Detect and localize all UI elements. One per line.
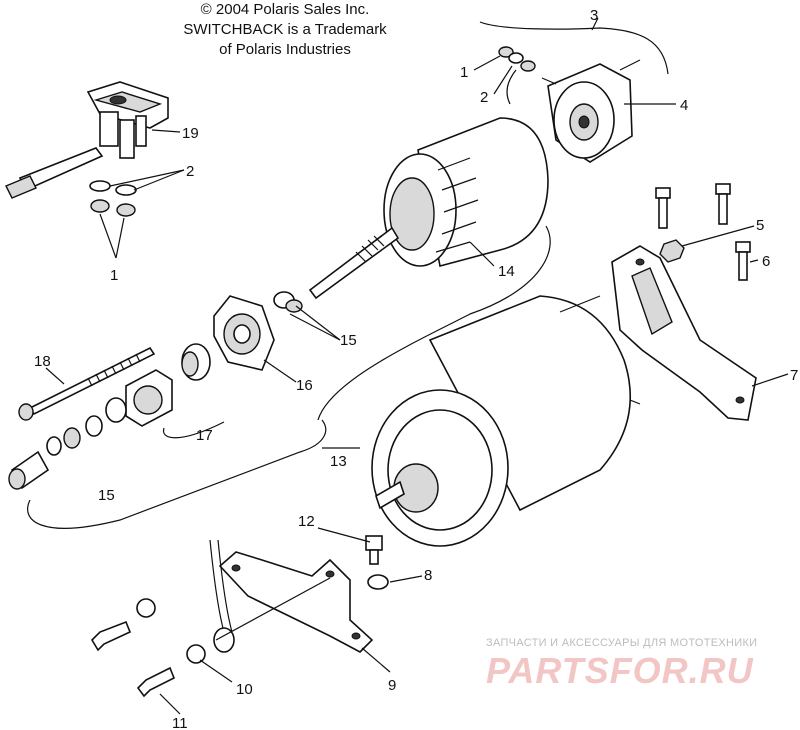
callout-15-top: 15 <box>340 332 357 349</box>
through-bolt <box>18 346 156 421</box>
callout-6: 6 <box>762 253 770 270</box>
callout-14: 14 <box>498 263 515 280</box>
drive-end-bracket <box>181 295 275 381</box>
copyright-line-3: of Polaris Industries <box>219 41 351 58</box>
lower-bracket <box>218 551 374 653</box>
leader-lines <box>45 17 789 715</box>
callout-17: 17 <box>196 427 213 444</box>
watermark-logo: PARTSFOR.RU <box>486 650 754 691</box>
callout-13: 13 <box>330 453 347 470</box>
callout-labels: 3 1 2 4 19 2 1 5 6 14 15 18 16 7 17 13 1… <box>34 7 798 730</box>
bracket-bolts <box>655 183 751 281</box>
callout-12: 12 <box>298 513 315 530</box>
ground-cable <box>209 539 235 653</box>
terminal-nuts-washers <box>498 46 536 105</box>
callout-11: 11 <box>172 715 188 730</box>
callout-4: 4 <box>680 97 688 114</box>
callout-16: 16 <box>296 377 313 394</box>
callout-18: 18 <box>34 353 51 370</box>
callout-8: 8 <box>424 567 432 584</box>
callout-9: 9 <box>388 677 396 694</box>
callout-3: 3 <box>590 7 598 24</box>
callout-7: 7 <box>790 367 798 384</box>
watermark-caption: ЗАПЧАСТИ И АКСЕССУАРЫ ДЛЯ МОТОТЕХНИКИ <box>486 637 758 649</box>
starter-motor <box>371 295 641 547</box>
screw-and-washer <box>365 535 389 590</box>
copyright-notice: © 2004 Polaris Sales Inc. SWITCHBACK is … <box>150 0 420 60</box>
callout-10: 10 <box>236 681 253 698</box>
mounting-bracket <box>611 245 757 421</box>
copyright-line-1: © 2004 Polaris Sales Inc. <box>200 1 370 18</box>
solenoid-washers-nuts <box>89 180 137 217</box>
callout-2-left: 2 <box>186 163 194 180</box>
starter-end-cap <box>541 59 641 163</box>
solenoid-assembly <box>5 81 169 199</box>
callout-19: 19 <box>182 125 199 142</box>
callout-1-left: 1 <box>110 267 118 284</box>
copyright-line-2: SWITCHBACK is a Trademark <box>183 21 387 38</box>
lower-bolts-washers <box>90 598 206 698</box>
callout-5: 5 <box>756 217 764 234</box>
spacers-washers <box>8 415 103 490</box>
callout-2-top: 2 <box>480 89 488 106</box>
callout-15-bottom: 15 <box>98 487 115 504</box>
armature <box>308 117 549 300</box>
group-braces <box>27 21 669 529</box>
callout-1-top: 1 <box>460 64 468 81</box>
drive-pinion <box>105 369 173 427</box>
bearings <box>273 291 303 313</box>
